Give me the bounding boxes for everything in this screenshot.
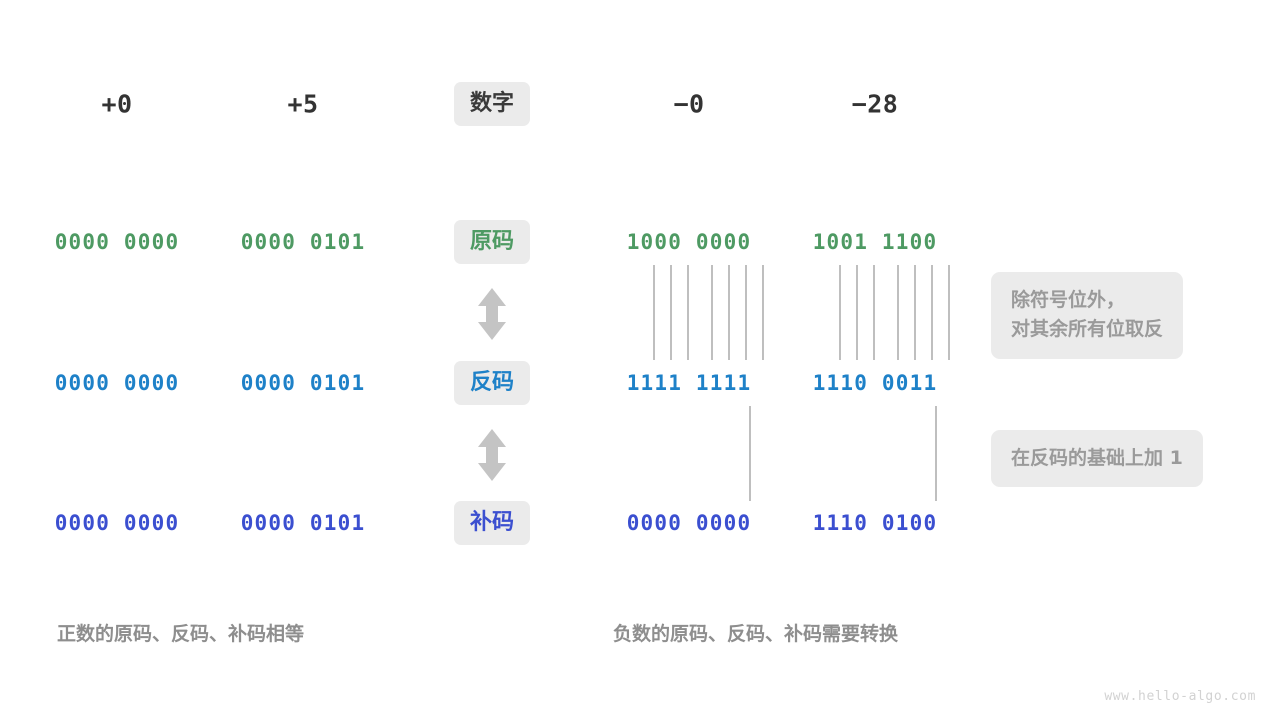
true-form-value-plus-zero: 0000 0000	[54, 230, 180, 254]
row-label-ones-complement: 反码	[453, 361, 531, 405]
row-label-header-number: 数字	[453, 82, 531, 126]
true-form-value-plus-five: 0000 0101	[240, 230, 366, 254]
true-form-value-minus-zero: 1000 0000	[626, 230, 752, 254]
bit-invert-connectors-minus-zero	[653, 265, 764, 360]
twos-complement-value-plus-five: 0000 0101	[240, 511, 366, 535]
double-arrow-ones-to-twos-icon	[475, 427, 509, 483]
twos-complement-value-minus-zero: 0000 0000	[626, 511, 752, 535]
ones-complement-value-minus-zero: 1111 1111	[626, 371, 752, 395]
column-header-minus-twentyeight: −28	[851, 89, 899, 119]
twos-complement-value-minus-twentyeight: 1110 0100	[812, 511, 938, 535]
note-invert-bits-line1: 除符号位外，	[1011, 289, 1126, 311]
note-invert-bits-line2: 对其余所有位取反	[1011, 318, 1164, 341]
add-one-connector-minus-zero	[749, 406, 751, 501]
note-add-one: 在反码的基础上加 1	[991, 430, 1203, 488]
caption-positive-numbers: 正数的原码、反码、补码相等	[57, 623, 305, 645]
bit-invert-connectors-minus-twentyeight	[839, 265, 950, 360]
twos-complement-value-plus-zero: 0000 0000	[54, 511, 180, 535]
column-header-minus-zero: −0	[673, 89, 705, 119]
ones-complement-value-minus-twentyeight: 1110 0011	[812, 371, 938, 395]
ones-complement-value-plus-zero: 0000 0000	[54, 371, 180, 395]
column-header-plus-zero: +0	[101, 89, 133, 119]
add-one-connector-minus-twentyeight	[935, 406, 937, 501]
site-watermark: www.hello-algo.com	[1104, 689, 1256, 704]
row-label-true-form: 原码	[453, 220, 531, 264]
caption-negative-numbers: 负数的原码、反码、补码需要转换	[613, 623, 899, 645]
note-add-one-line1: 在反码的基础上加 1	[1011, 447, 1183, 469]
ones-complement-value-plus-five: 0000 0101	[240, 371, 366, 395]
row-label-twos-complement: 补码	[453, 501, 531, 545]
double-arrow-true-to-ones-icon	[475, 286, 509, 342]
note-invert-bits: 除符号位外， 对其余所有位取反	[991, 272, 1184, 359]
column-header-plus-five: +5	[287, 89, 319, 119]
true-form-value-minus-twentyeight: 1001 1100	[812, 230, 938, 254]
